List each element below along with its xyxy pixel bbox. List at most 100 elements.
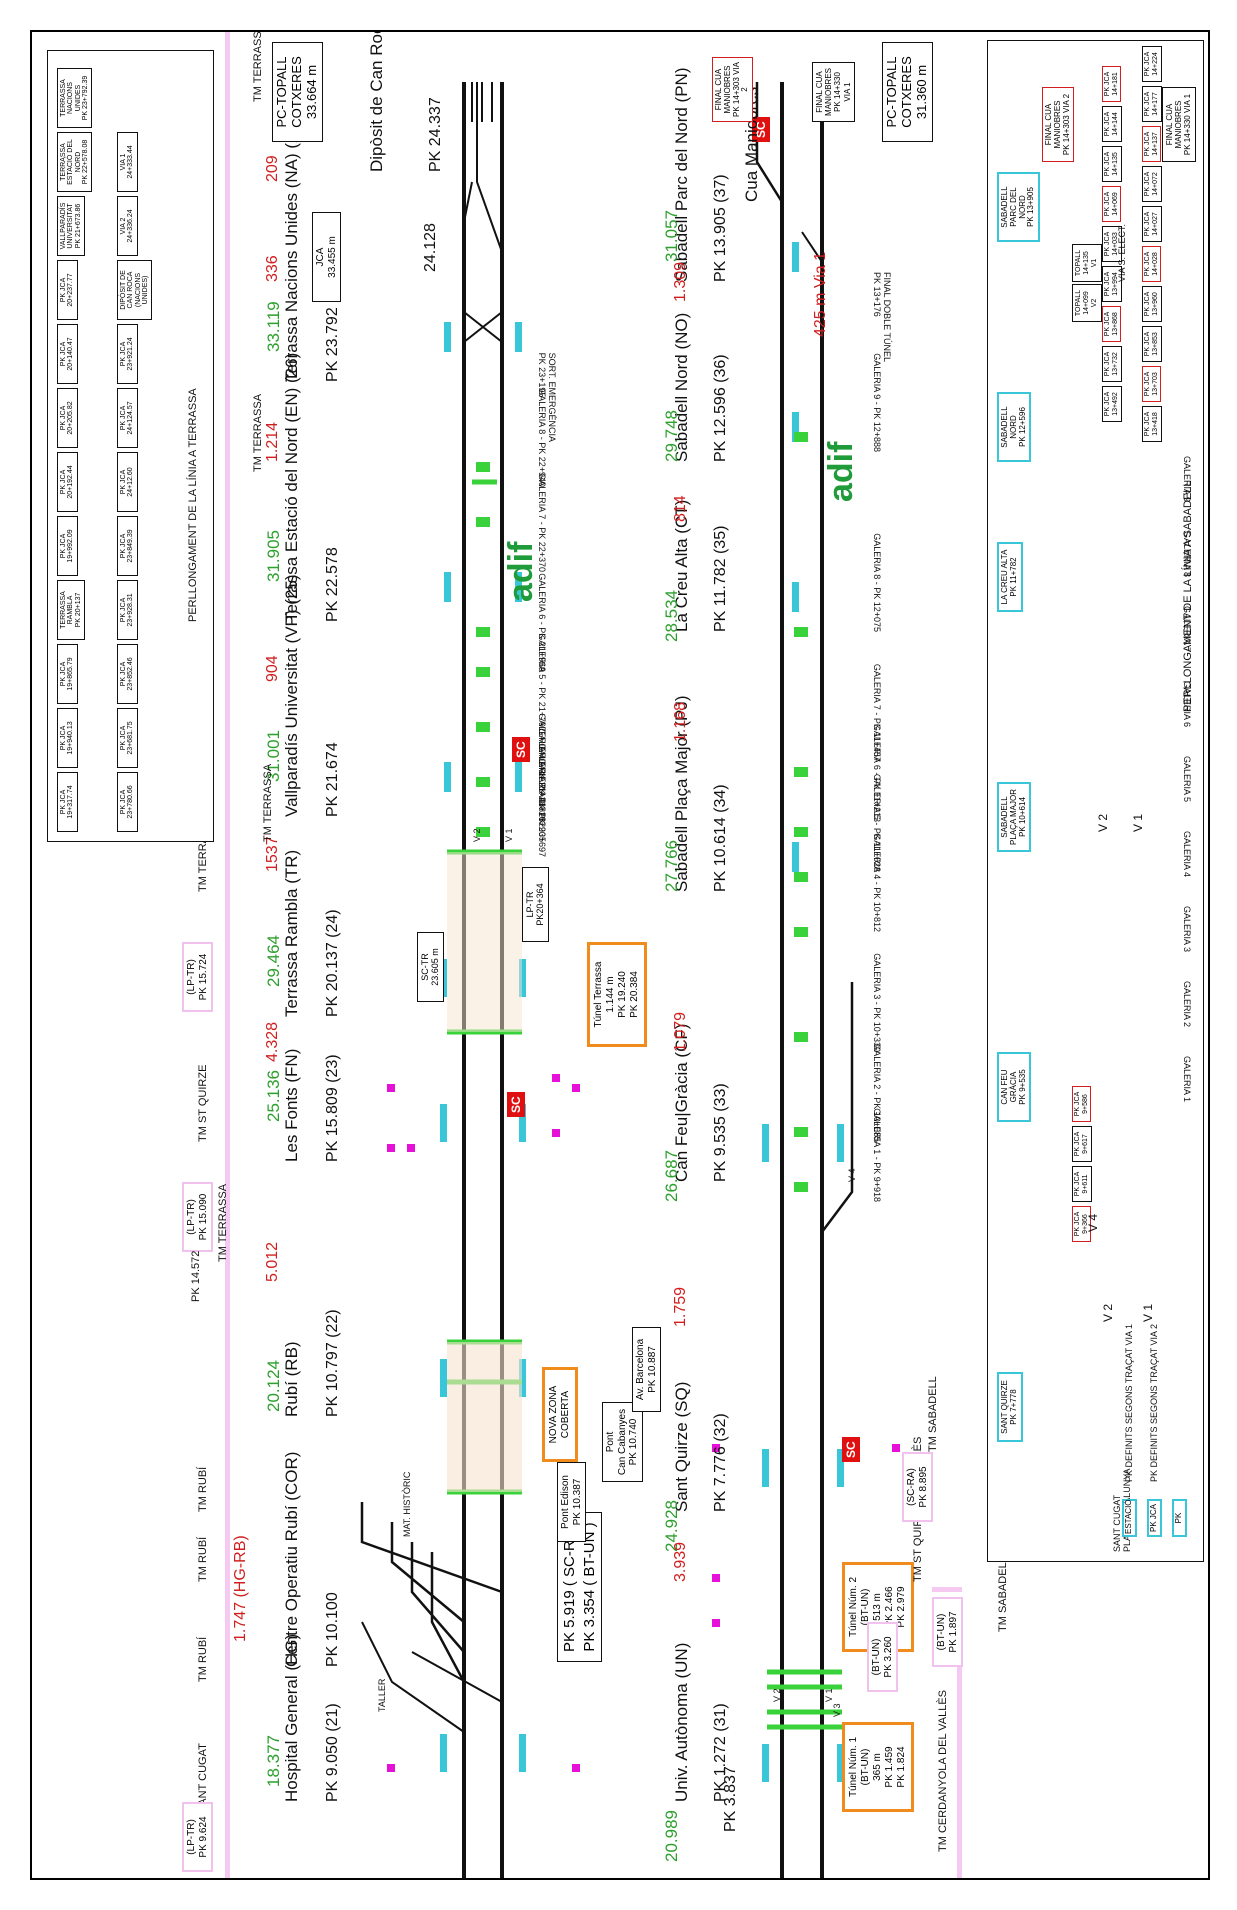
lp-tr-pk-box: (LP-TR)PK 15.090 — [182, 1182, 213, 1252]
pont-cabanyes-box-line: Can Cabanyes — [616, 1408, 628, 1476]
upper-station-pk: PK 21.674 — [324, 742, 341, 817]
lp-tr-box-line: LP-TR — [525, 891, 535, 918]
inset-terrassa-box-line: 20+140.47 — [67, 337, 75, 371]
sc-ra-pk-box: (SC-RA)PK 8.895 — [902, 1452, 933, 1522]
inset-terrassa-box-line: 20+192.44 — [67, 465, 75, 499]
inset-terrassa-box-line: TERRASSA — [60, 79, 67, 117]
upper-cotxeres-box-line: COTXERES — [288, 56, 304, 128]
tm-label: TM RUBÍ — [197, 1636, 209, 1682]
inset-sabadell-title: PERLLONGAMENT DE LA LÍNIA A SABADELL — [1182, 480, 1194, 712]
inset-terrassa-box-line: PK JCA — [60, 469, 67, 495]
cua-length-label: 425 m Via 1 — [812, 251, 829, 337]
inset-jca-box-line: 14+135 — [1112, 152, 1120, 176]
inset-sant-cugat-label-line: SANT CUGAT — [1112, 1494, 1122, 1552]
tm-label: TM SABADELL — [927, 1376, 939, 1452]
upper-station-name-line: Centre Operatiu Rubí (COR) — [282, 1451, 301, 1667]
inset-gallery-label: GALERIA 1 — [1182, 1055, 1193, 1102]
inset-jca-box-line: PK JCA — [1104, 391, 1111, 417]
inset-terrassa-box-line: 19+865.79 — [67, 657, 75, 691]
lower-red-distance: 1.309 — [672, 261, 689, 302]
gallery-markers — [476, 432, 808, 1192]
lower-tracks — [755, 82, 854, 1878]
inset-gallery-label: GALERIA 4 — [1182, 830, 1193, 877]
inset-jca-box-line: 13+960 — [1152, 292, 1160, 316]
inset-terrassa-box-line: PK JCA — [120, 597, 127, 623]
lower-station-name: Sant Quirze (SQ) — [672, 1381, 691, 1512]
lower-gallery-label: GALERIA 2 - PK 10+085 — [872, 1043, 883, 1142]
inset-terrassa-box-line: 24+336.24 — [127, 209, 135, 243]
upper-station-pk: PK 24.337 — [427, 97, 444, 172]
sc-ra-pk-box-line: (SC-RA) — [906, 1468, 917, 1506]
inset-jca-box-line: 13+732 — [1112, 352, 1120, 376]
lower-platforms — [762, 242, 844, 1782]
inset-final-v1-box-line: MANIOBRES — [1174, 100, 1184, 149]
covered-zone — [447, 1342, 522, 1492]
lp-tr-pk-box-line: (LP-TR) — [186, 959, 197, 995]
inset-station-box-line: PK 11+782 — [1008, 557, 1018, 597]
inset-terrassa-box-line: 24+124.57 — [127, 401, 135, 435]
upper-green-distance: 31.905 — [264, 530, 283, 582]
tm-label: TM TERRASSA — [262, 763, 274, 842]
final-tunel-label-line: FINAL DOBLE TÚNEL — [882, 271, 893, 362]
upper-red-distance: 5.012 — [264, 1241, 281, 1282]
inset-jca-box-line: 9+617 — [1082, 1134, 1090, 1154]
upper-station-name: Dipòsit de Can Roca (Nacions Unides) — [367, 32, 386, 172]
inset-terrassa-box-line: PK 21+673.86 — [74, 203, 82, 249]
inset-station-box-line: PARC DEL NORD — [1008, 187, 1027, 227]
inset-station-box-line: PK 13+905 — [1026, 187, 1036, 227]
upper-green-distance: 29.464 — [264, 935, 283, 987]
inset-gallery-label: GALERIA 6 — [1182, 680, 1193, 727]
lower-red-distance: 1.759 — [672, 1286, 689, 1327]
nova-zona-box-line: COBERTA — [560, 1390, 571, 1439]
upper-green-distance: 18.377 — [264, 1735, 283, 1787]
inset-jca-box-line: 14+137 — [1151, 132, 1159, 156]
inset-terrassa-box-line: PK JCA — [120, 661, 127, 687]
rotated-canvas: Hospital General (HG)PK 9.050 (21)Centre… — [32, 30, 1208, 1878]
inset-jca-box-line: PK JCA — [1144, 51, 1151, 77]
inset-gallery-label: GALERIA 5 — [1182, 755, 1193, 802]
inset-topall-box-line: 14+099 V2 — [1083, 291, 1099, 315]
taller-label: TALLER — [377, 1678, 387, 1712]
inset-jca-box-line: PK JCA — [1104, 351, 1111, 377]
inset-terrassa-box-line: 23+780.66 — [127, 785, 135, 819]
lower-station-pk: PK 9.535 (33) — [712, 1083, 729, 1182]
inset-topall-box-line: TOPALL — [1075, 289, 1082, 317]
lower-cotxeres-box-line: PC-TOPALL — [884, 56, 899, 128]
tm-label: TM ST QUIRZE — [197, 1064, 209, 1142]
final-cua-v1-box-line: FINAL CUA — [815, 71, 824, 113]
inset-terrassa-box-line: PK JCA — [120, 533, 127, 559]
tm-label: TM TERRASSA — [217, 1183, 229, 1262]
adif-logo: adif — [822, 441, 860, 502]
inset-jca-box-line: PK JCA — [1144, 331, 1151, 357]
upper-jca-box-line: JCA — [315, 247, 326, 267]
inset-jca-box-line: 14+177 — [1152, 92, 1160, 116]
inset-jca-box-line: PK JCA — [1104, 111, 1111, 137]
sc-tr-box-line: 23.605 m — [430, 948, 441, 986]
tm-label: TM TERRASSA — [252, 30, 264, 102]
legend-key: ESTACIÓ — [1122, 1499, 1137, 1537]
inset-via-label: V 2 — [1101, 1303, 1115, 1322]
sort-emergencia-label-line: PK 23+195 — [537, 352, 548, 398]
inset-terrassa-box-line: PK JCA — [120, 725, 127, 751]
